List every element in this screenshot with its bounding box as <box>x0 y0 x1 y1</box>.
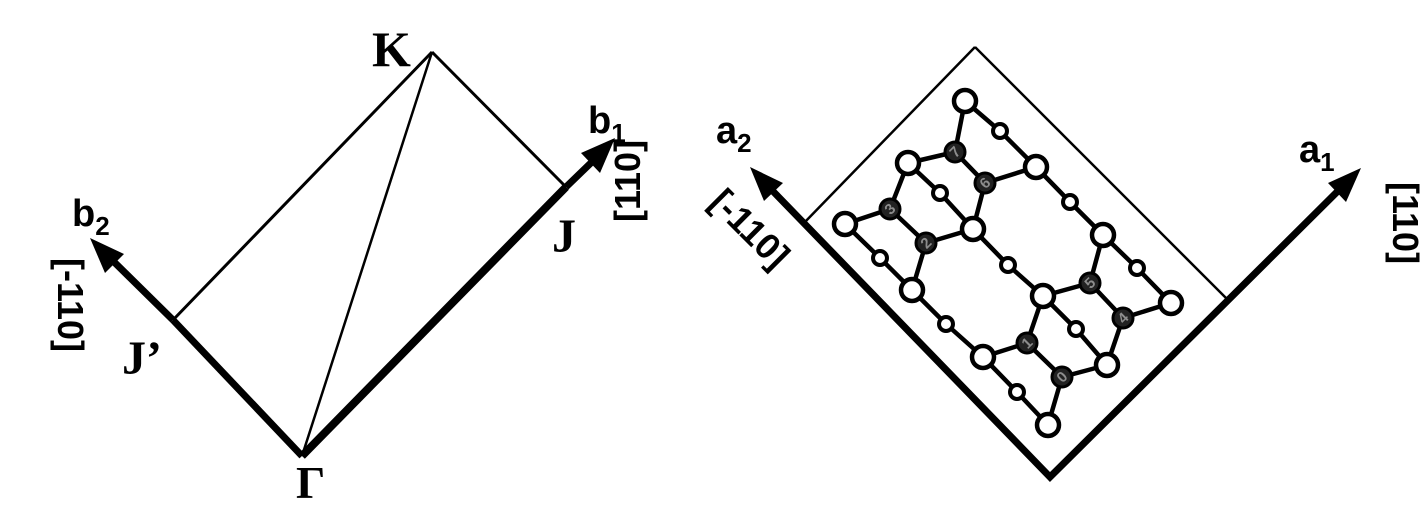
label-a2: a2 <box>716 110 752 158</box>
label-b1-direction: [110] <box>607 140 648 222</box>
surface-cell-panel: a1 a2 [110] [-110] <box>702 46 1426 482</box>
b1-arrow-head <box>581 138 615 173</box>
atom-structure: 0 1 2 3 4 5 6 7 <box>831 87 1185 439</box>
atoms-numbered <box>878 140 1135 389</box>
label-gamma: Γ <box>296 457 325 508</box>
label-b1: b1 <box>588 100 626 148</box>
atoms-small <box>871 122 1146 401</box>
label-j: J <box>552 210 576 263</box>
label-k: K <box>372 21 411 77</box>
a1-arrow-head <box>1328 168 1361 202</box>
edge-j-prime-k <box>171 50 434 322</box>
cell-edge-right <box>974 46 1227 299</box>
edge-gamma-j-prime-bold <box>170 317 305 459</box>
label-a1: a1 <box>1299 129 1335 177</box>
b2-arrow-shaft <box>105 253 176 323</box>
atoms-large <box>831 87 1185 439</box>
reciprocal-cell-panel: K J J’ Γ b1 b2 [110] [-110] <box>50 21 648 508</box>
label-a2-direction: [-110] <box>702 181 797 276</box>
edge-gamma-j-bold <box>299 184 569 459</box>
label-j-prime: J’ <box>122 332 162 385</box>
b2-arrow-head <box>90 238 124 273</box>
cell-axes-bold <box>762 180 1346 482</box>
label-b2: b2 <box>72 193 110 241</box>
cell-edge-left <box>802 46 976 225</box>
label-b2-direction: [-110] <box>50 258 91 352</box>
label-a1-direction: [110] <box>1385 182 1426 264</box>
a2-arrow-head <box>750 167 783 201</box>
edge-gamma-k <box>300 51 434 457</box>
edge-k-j <box>430 50 568 189</box>
